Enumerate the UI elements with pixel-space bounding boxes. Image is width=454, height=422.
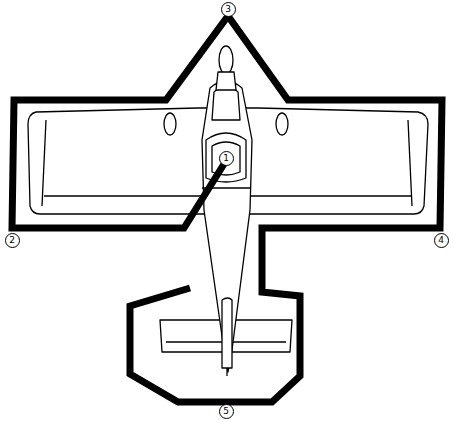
callout-number: 3 bbox=[221, 2, 236, 17]
wheel-fairing bbox=[276, 113, 288, 135]
callout-number: 4 bbox=[434, 233, 449, 248]
callout-number: 1 bbox=[219, 151, 234, 166]
wheel-fairing bbox=[164, 113, 176, 135]
cowling bbox=[212, 86, 240, 120]
callout-number: 2 bbox=[5, 233, 20, 248]
rudder-tip bbox=[226, 368, 227, 376]
wingtip-line bbox=[42, 120, 46, 206]
callout-number: 5 bbox=[219, 404, 234, 419]
spinner bbox=[219, 46, 233, 74]
nose bbox=[216, 72, 236, 90]
fin bbox=[222, 298, 232, 368]
wingtip-line bbox=[408, 120, 412, 206]
canopy bbox=[206, 133, 246, 182]
walkaround-path bbox=[12, 16, 442, 402]
fuselage bbox=[202, 81, 252, 372]
